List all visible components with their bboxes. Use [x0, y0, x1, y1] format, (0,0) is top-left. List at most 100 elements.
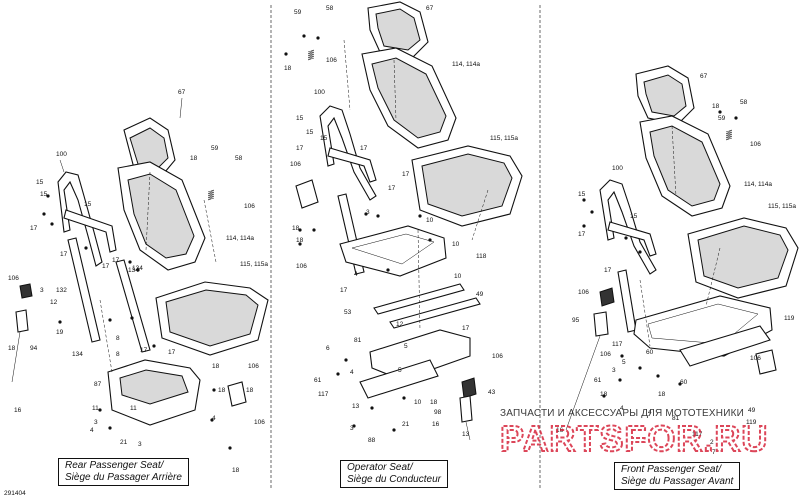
- rear-seat-frame: [57, 171, 103, 267]
- callout-label: 106: [492, 353, 503, 360]
- callout-label: 43: [488, 389, 496, 396]
- callout-label: 18: [190, 155, 198, 162]
- callout-label: 81: [672, 415, 680, 422]
- callout-label: 100: [56, 151, 67, 158]
- callout-label: 3: [94, 419, 98, 426]
- callout-label: 17: [60, 251, 68, 258]
- callout-label: 94: [30, 345, 38, 352]
- callout-label: 81: [354, 337, 362, 344]
- callout-label: 17: [140, 347, 148, 354]
- caption-operator-line1: Operator Seat/: [347, 462, 413, 473]
- callout-label: 8: [116, 351, 120, 358]
- callout-label: 15: [320, 135, 328, 142]
- rear-belt-retractor: [227, 381, 247, 407]
- callout-label: 16: [432, 421, 440, 428]
- callout-label: 18: [712, 103, 720, 110]
- callout-label: 10: [452, 241, 460, 248]
- callout-label: 13: [462, 431, 470, 438]
- callout-label: 4: [212, 415, 216, 422]
- callout-label: 17: [604, 267, 612, 274]
- callout-label: 18: [600, 391, 608, 398]
- callout-label: 59: [718, 115, 726, 122]
- callout-label: 134: [72, 351, 83, 358]
- callout-label: 106: [578, 289, 589, 296]
- drawing-number: 291404: [4, 490, 26, 497]
- svg-text:PARTSFOR.RU: PARTSFOR.RU: [500, 418, 768, 459]
- callout-label: 4: [620, 405, 624, 412]
- callout-label: 59: [294, 9, 302, 16]
- front-belt-retractor: [755, 349, 777, 375]
- callout-label: 17: [112, 257, 120, 264]
- front-seat-assembly: [565, 65, 799, 431]
- callout-label: 5: [622, 359, 626, 366]
- callout-label: 18: [296, 237, 304, 244]
- callout-label: 58: [235, 155, 243, 162]
- watermark-logo: PARTSFOR.RU: [500, 417, 768, 459]
- callout-label: 18: [218, 387, 226, 394]
- callout-label: 58: [740, 99, 748, 106]
- callout-label: 18: [658, 391, 666, 398]
- callout-label: 10: [426, 217, 434, 224]
- callout-label: 4: [90, 427, 94, 434]
- callout-label: 17: [102, 263, 110, 270]
- callout-label: 114, 114a: [744, 181, 772, 188]
- callout-label: 60: [646, 349, 654, 356]
- callout-label: 106: [254, 419, 265, 426]
- callout-label: 106: [244, 203, 255, 210]
- callout-label: 11: [92, 405, 99, 412]
- callout-label: 15: [84, 201, 92, 208]
- caption-front-seat: Front Passenger Seat/ Siège du Passager …: [614, 462, 741, 490]
- callout-label: 21: [402, 421, 410, 428]
- callout-label: 2: [710, 439, 714, 446]
- callout-label: 87: [94, 381, 102, 388]
- callout-label: 18: [8, 345, 16, 352]
- callout-label: 117: [318, 391, 329, 398]
- caption-operator-seat: Operator Seat/ Siège du Conducteur: [340, 460, 448, 488]
- caption-rear-seat: Rear Passenger Seat/ Siège du Passager A…: [58, 458, 189, 486]
- callout-label: 106: [750, 355, 761, 362]
- callout-label: 17: [462, 325, 470, 332]
- operator-slide-rail-left: [373, 283, 465, 315]
- callout-label: 4: [354, 271, 358, 278]
- callout-label: 15: [40, 191, 48, 198]
- callout-label: 17: [340, 287, 348, 294]
- callout-label: 100: [612, 165, 623, 172]
- operator-belt-buckle: [461, 377, 477, 399]
- callout-label: 21: [120, 439, 128, 446]
- callout-label: 106: [290, 161, 301, 168]
- callout-label: 11: [130, 405, 137, 412]
- callout-label: 106: [600, 351, 611, 358]
- callout-label: 17: [30, 225, 38, 232]
- callout-label: 6: [326, 345, 330, 352]
- callout-label: 10: [414, 399, 422, 406]
- callout-label: 10: [454, 273, 462, 280]
- callout-label: 13: [352, 403, 360, 410]
- callout-label: 115, 115a: [490, 135, 518, 142]
- callout-label: 18: [430, 399, 438, 406]
- caption-front-line2: Siège du Passager Avant: [621, 476, 734, 487]
- callout-label: 100: [314, 89, 325, 96]
- operator-slide-rail-right: [389, 297, 481, 329]
- callout-label: 3: [366, 209, 370, 216]
- callout-label: 117: [692, 431, 703, 438]
- callout-label: 16: [556, 427, 564, 434]
- callout-label: 49: [748, 407, 756, 414]
- callout-label: 19: [56, 329, 64, 336]
- operator-belt-retractor: [295, 179, 319, 209]
- callout-label: 106: [750, 141, 761, 148]
- operator-seat-assembly: [284, 1, 523, 441]
- operator-seat-base-frame: [339, 225, 447, 277]
- callout-label: 3: [612, 367, 616, 374]
- callout-label: 115, 115a: [768, 203, 796, 210]
- callout-label: 134: [128, 267, 139, 274]
- callout-label: 12: [50, 299, 58, 306]
- callout-label: 3: [40, 287, 44, 294]
- watermark-tagline: ЗАПЧАСТИ И АКСЕССУАРЫ ДЛЯ МОТОТЕХНИКИ: [500, 408, 745, 419]
- callout-label: 59: [211, 145, 219, 152]
- callout-label: 67: [178, 89, 186, 96]
- callout-label: 4: [350, 369, 354, 376]
- caption-front-line1: Front Passenger Seat/: [621, 464, 722, 475]
- rear-belt-buckle: [19, 283, 33, 299]
- callout-label: 114, 114a: [452, 61, 480, 68]
